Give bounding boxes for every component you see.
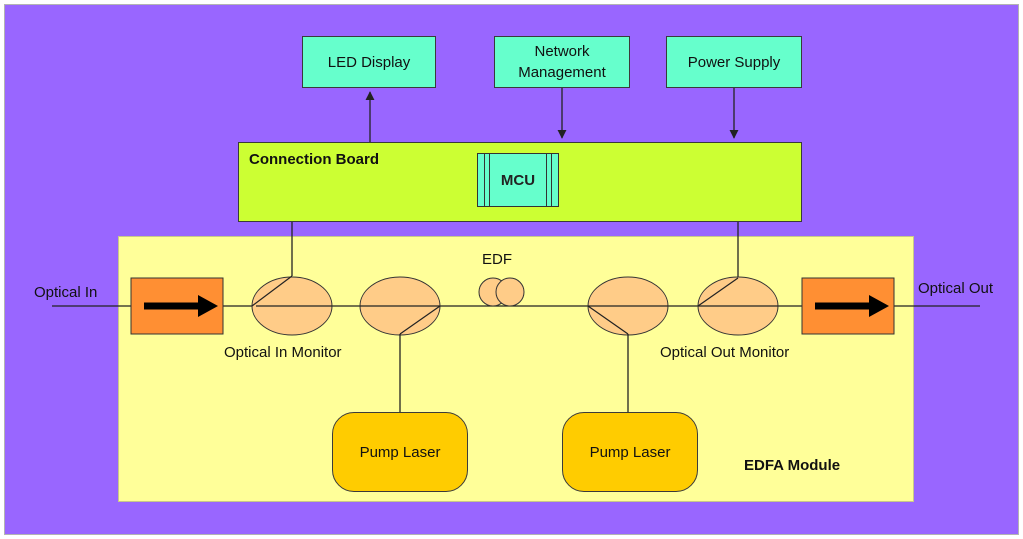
mcu-label: MCU xyxy=(500,171,536,189)
network-management-box: Network Management xyxy=(494,36,630,88)
mcu-right-stripe xyxy=(551,154,552,206)
led-display-box: LED Display xyxy=(302,36,436,88)
coupler-tap-line xyxy=(587,305,629,335)
input-isolator-arrow-icon xyxy=(198,295,218,317)
network-management-label: Network Management xyxy=(518,43,606,81)
optical-out-label: Optical Out xyxy=(918,280,994,297)
connection-board: Connection Board MCU xyxy=(238,142,802,222)
pump-laser-label: Pump Laser xyxy=(359,443,441,461)
optical-in-label: Optical In xyxy=(34,284,98,301)
coupler-tap-line xyxy=(251,275,293,307)
pump-laser-label: Pump Laser xyxy=(589,443,671,461)
edfa-module-label: EDFA Module xyxy=(744,457,841,474)
pump-laser-2: Pump Laser xyxy=(562,412,698,492)
mcu-chip: MCU xyxy=(477,153,559,207)
pump-laser-1: Pump Laser xyxy=(332,412,468,492)
coupler-tap-line xyxy=(399,305,441,335)
led-display-label: LED Display xyxy=(327,53,411,71)
power-supply-label: Power Supply xyxy=(687,53,781,71)
optical-out-monitor-label: Optical Out Monitor xyxy=(660,344,790,361)
edf-coil-loop xyxy=(495,277,525,307)
output-isolator-arrow-icon xyxy=(869,295,889,317)
mcu-left-stripe xyxy=(489,154,490,206)
coupler-tap-line xyxy=(697,277,739,307)
power-supply-box: Power Supply xyxy=(666,36,802,88)
edf-label: EDF xyxy=(482,251,512,268)
mcu-left-stripe xyxy=(484,154,485,206)
optical-in-monitor-label: Optical In Monitor xyxy=(224,344,342,361)
mcu-right-stripe xyxy=(546,154,547,206)
connection-board-title: Connection Board xyxy=(249,151,379,168)
